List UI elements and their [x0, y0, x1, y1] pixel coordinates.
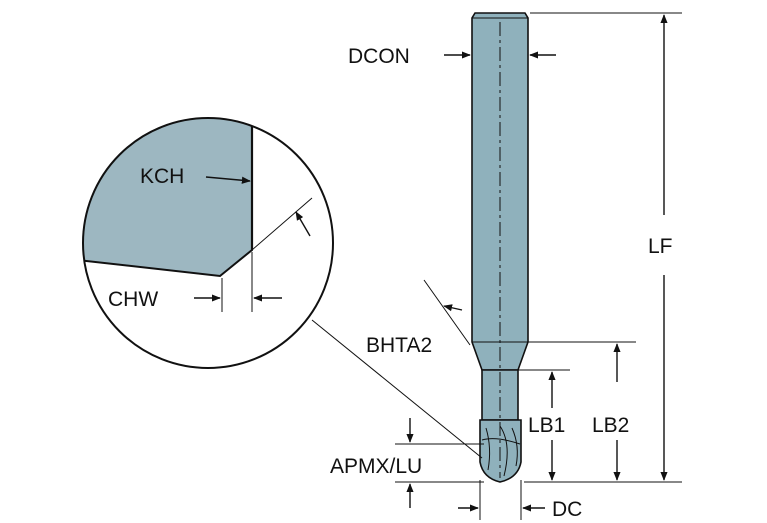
label-lb1: LB1	[528, 414, 565, 437]
detail-leader	[311, 319, 483, 459]
label-bhta2: BHTA2	[366, 334, 432, 357]
dimension-dc: DC	[458, 480, 582, 521]
detail-circle	[82, 117, 334, 369]
label-dc: DC	[552, 498, 582, 521]
dimension-apmx: APMX/LU	[330, 418, 484, 508]
label-chw: CHW	[108, 288, 158, 311]
label-dcon: DCON	[348, 45, 410, 68]
dimension-bhta2: BHTA2	[366, 279, 471, 357]
detail-view	[82, 117, 483, 459]
dimension-lf: LF	[524, 12, 682, 483]
label-apmx-lu: APMX/LU	[330, 455, 422, 478]
label-lf: LF	[648, 235, 673, 258]
dimension-lb: LB1 LB2	[518, 341, 636, 481]
dimension-dcon: DCON	[348, 45, 556, 68]
label-lb2: LB2	[592, 414, 629, 437]
tool-body	[471, 12, 529, 483]
detail-insert-face	[83, 118, 253, 278]
label-kch: KCH	[140, 165, 184, 188]
